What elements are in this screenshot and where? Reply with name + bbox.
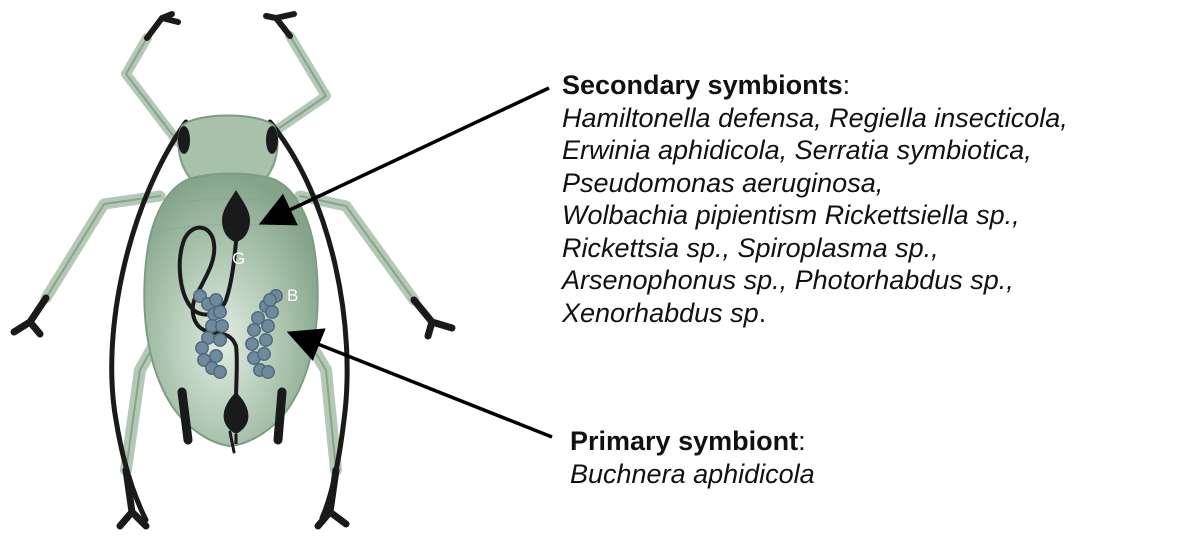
secondary-symbionts-heading: Secondary symbionts:: [562, 69, 1068, 102]
secondary-species-list: Hamiltonella defensa, Regiella insectico…: [562, 102, 1068, 330]
secondary-species-text: Pseudomonas aeruginosa,: [562, 168, 883, 198]
bacteriocyte: [262, 320, 274, 332]
secondary-species-text: Hamiltonella defensa, Regiella insectico…: [562, 103, 1068, 133]
bacteriocyte: [248, 324, 260, 336]
secondary-species-line: Rickettsia sp., Spiroplasma sp.,: [562, 232, 1068, 265]
primary-symbiont-species: Buchnera aphidicola: [570, 458, 815, 491]
bacteriocyte: [214, 366, 226, 378]
primary-symbiont-block: Primary symbiont: Buchnera aphidicola: [570, 425, 815, 490]
bacteriocyte: [258, 348, 270, 360]
bacteriocyte: [262, 366, 274, 378]
left-eye: [178, 126, 190, 154]
bacteriocyte: [216, 320, 228, 332]
secondary-species-text: Xenorhabdus sp: [562, 298, 759, 328]
secondary-species-text: Rickettsia sp., Spiroplasma sp.,: [562, 233, 939, 263]
bacteriocyte: [196, 342, 208, 354]
secondary-species-line: Erwinia aphidicola, Serratia symbiotica,: [562, 134, 1068, 167]
right-siphunculus: [278, 392, 282, 440]
bacteriocyte: [210, 294, 222, 306]
secondary-species-line: Arsenophonus sp., Photorhabdus sp.,: [562, 264, 1068, 297]
bacteriocyte: [264, 294, 276, 306]
secondary-species-tail: .: [759, 298, 767, 328]
secondary-species-line: Hamiltonella defensa, Regiella insectico…: [562, 102, 1068, 135]
bacteriocyte: [214, 334, 226, 346]
secondary-species-line: Pseudomonas aeruginosa,: [562, 167, 1068, 200]
secondary-symbionts-colon: :: [843, 70, 851, 100]
bacteriocyte: [210, 350, 222, 362]
secondary-species-text: Wolbachia pipientism Rickettsiella sp.,: [562, 200, 1020, 230]
secondary-species-text: Erwinia aphidicola, Serratia symbiotica,: [562, 135, 1032, 165]
secondary-symbionts-block: Secondary symbionts: Hamiltonella defens…: [562, 69, 1068, 329]
primary-symbiont-colon: :: [798, 426, 806, 456]
secondary-species-text: Arsenophonus sp., Photorhabdus sp.,: [562, 265, 1014, 295]
front-left-leg: [126, 14, 178, 142]
bacteriocyte: [246, 338, 258, 350]
gut-label: G: [232, 249, 245, 268]
bacteriome-label: B: [287, 286, 298, 305]
primary-symbiont-title: Primary symbiont: [570, 426, 798, 456]
bacteriocyte: [266, 306, 278, 318]
primary-symbiont-heading: Primary symbiont:: [570, 425, 815, 458]
aphid-head: [178, 116, 277, 183]
secondary-species-line: Xenorhabdus sp.: [562, 297, 1068, 330]
right-eye: [266, 126, 278, 154]
bacteriocyte: [214, 306, 226, 318]
secondary-symbionts-title: Secondary symbionts: [562, 70, 843, 100]
bacteriocyte: [260, 334, 272, 346]
left-siphunculus: [182, 392, 188, 440]
secondary-species-line: Wolbachia pipientism Rickettsiella sp.,: [562, 199, 1068, 232]
